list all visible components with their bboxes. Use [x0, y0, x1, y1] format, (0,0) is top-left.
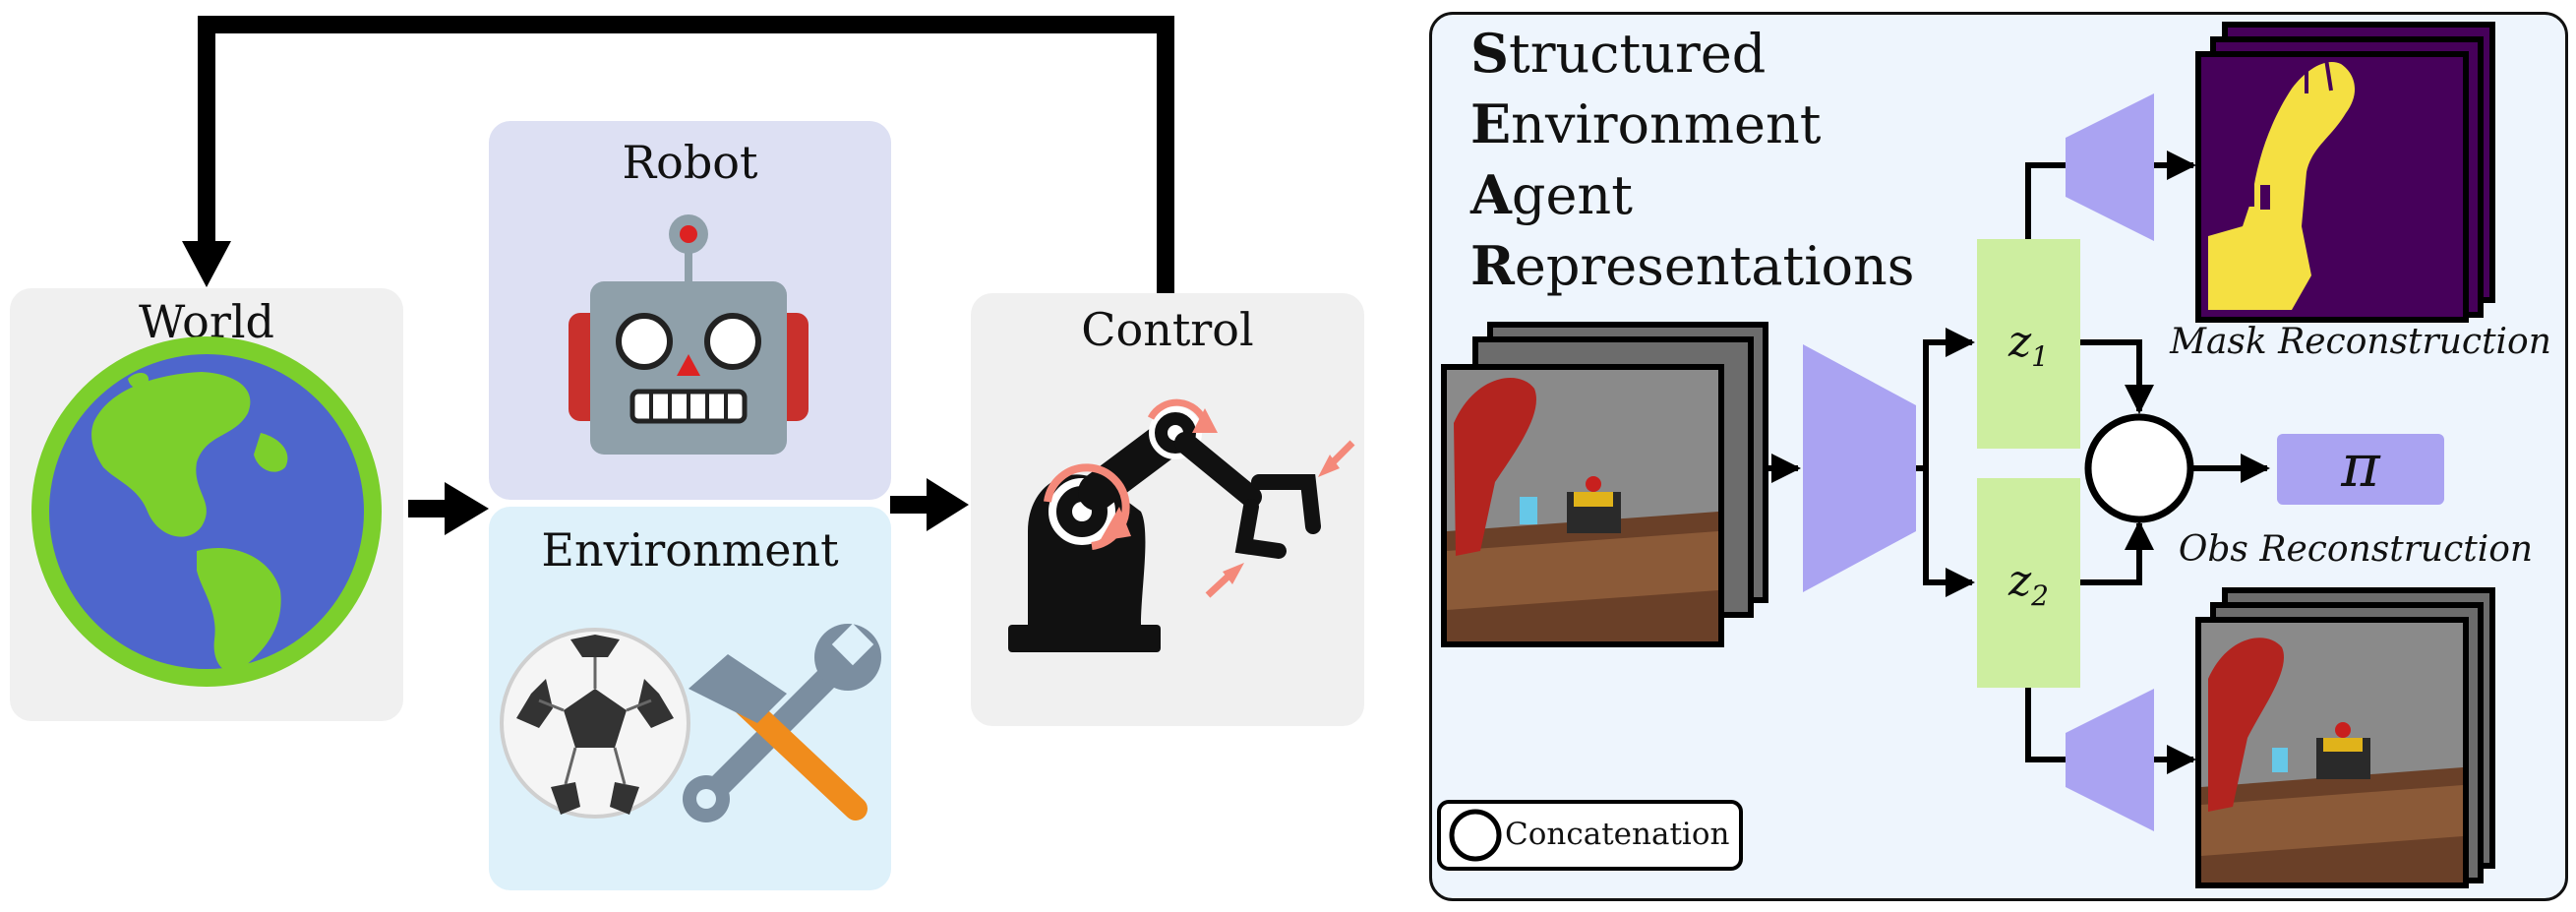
obs-decoder-trapezoid: [2066, 689, 2154, 831]
policy-label: π: [2341, 432, 2380, 501]
title-rest-3: gent: [1511, 164, 1633, 226]
legend-concatenation-icon: [1449, 809, 1502, 862]
z2-box: [1977, 478, 2080, 688]
world-to-robot-arrow: [408, 482, 489, 535]
z2-letter: z: [2007, 556, 2032, 606]
title-initial-3: A: [1470, 163, 1512, 226]
z1-to-mask-decoder-arrow: [2025, 162, 2066, 239]
title-line-1: Structured: [1470, 18, 1766, 90]
robot-head-icon: [569, 214, 809, 455]
mask-output-stack: [2195, 22, 2495, 323]
title-rest-1: tructured: [1509, 23, 1767, 85]
z2-label: z2: [1977, 556, 2080, 612]
feedback-arrow: [182, 16, 1174, 293]
title-line-4: Representations: [1470, 230, 1915, 302]
mask-frame-front: [2195, 51, 2469, 323]
environment-label: Environment: [541, 523, 839, 577]
legend-label: Concatenation: [1505, 817, 1730, 852]
z1-to-concat-arrow: [2080, 339, 2154, 414]
legend-box: [1437, 800, 1743, 871]
z1-letter: z: [2007, 317, 2032, 367]
obs-frame-front: [2195, 617, 2469, 888]
encoder-split-arrows: [1916, 328, 1975, 597]
robot-arm-icon: [1008, 398, 1355, 652]
earth-icon: [31, 336, 382, 687]
input-frames-stack: [1441, 322, 1768, 647]
obs-output-stack: [2195, 587, 2495, 888]
z1-label: z1: [1977, 317, 2080, 373]
title-initial-1: S: [1470, 22, 1509, 85]
policy-box: [2277, 434, 2444, 505]
z2-to-concat-arrow: [2080, 520, 2154, 585]
input-frame-front: [1441, 364, 1724, 647]
title-rest-2: nvironment: [1511, 93, 1822, 155]
z1-subscript: 1: [2031, 339, 2049, 373]
obs-reconstruction-caption: Obs Reconstruction: [2178, 529, 2534, 570]
z1-box: [1977, 239, 2080, 449]
title-rest-4: epresentations: [1514, 235, 1915, 297]
z2-subscript: 2: [2031, 578, 2049, 612]
z2-to-obs-decoder-arrow: [2025, 688, 2066, 762]
concatenation-node: [2084, 413, 2194, 523]
control-label: Control: [1081, 303, 1254, 356]
robot-to-control-arrow: [890, 478, 969, 531]
title-line-3: Agent: [1470, 159, 1633, 231]
mask-decoder-trapezoid: [2066, 93, 2154, 241]
encoder-trapezoid: [1803, 344, 1916, 592]
mask-reconstruction-caption: Mask Reconstruction: [2170, 322, 2551, 362]
soccer-ball-icon: [500, 628, 690, 819]
tools-icon: [683, 623, 881, 822]
title-initial-2: E: [1470, 92, 1512, 155]
robot-label: Robot: [622, 136, 758, 189]
title-initial-4: R: [1470, 234, 1515, 297]
title-line-2: Environment: [1470, 89, 1821, 160]
